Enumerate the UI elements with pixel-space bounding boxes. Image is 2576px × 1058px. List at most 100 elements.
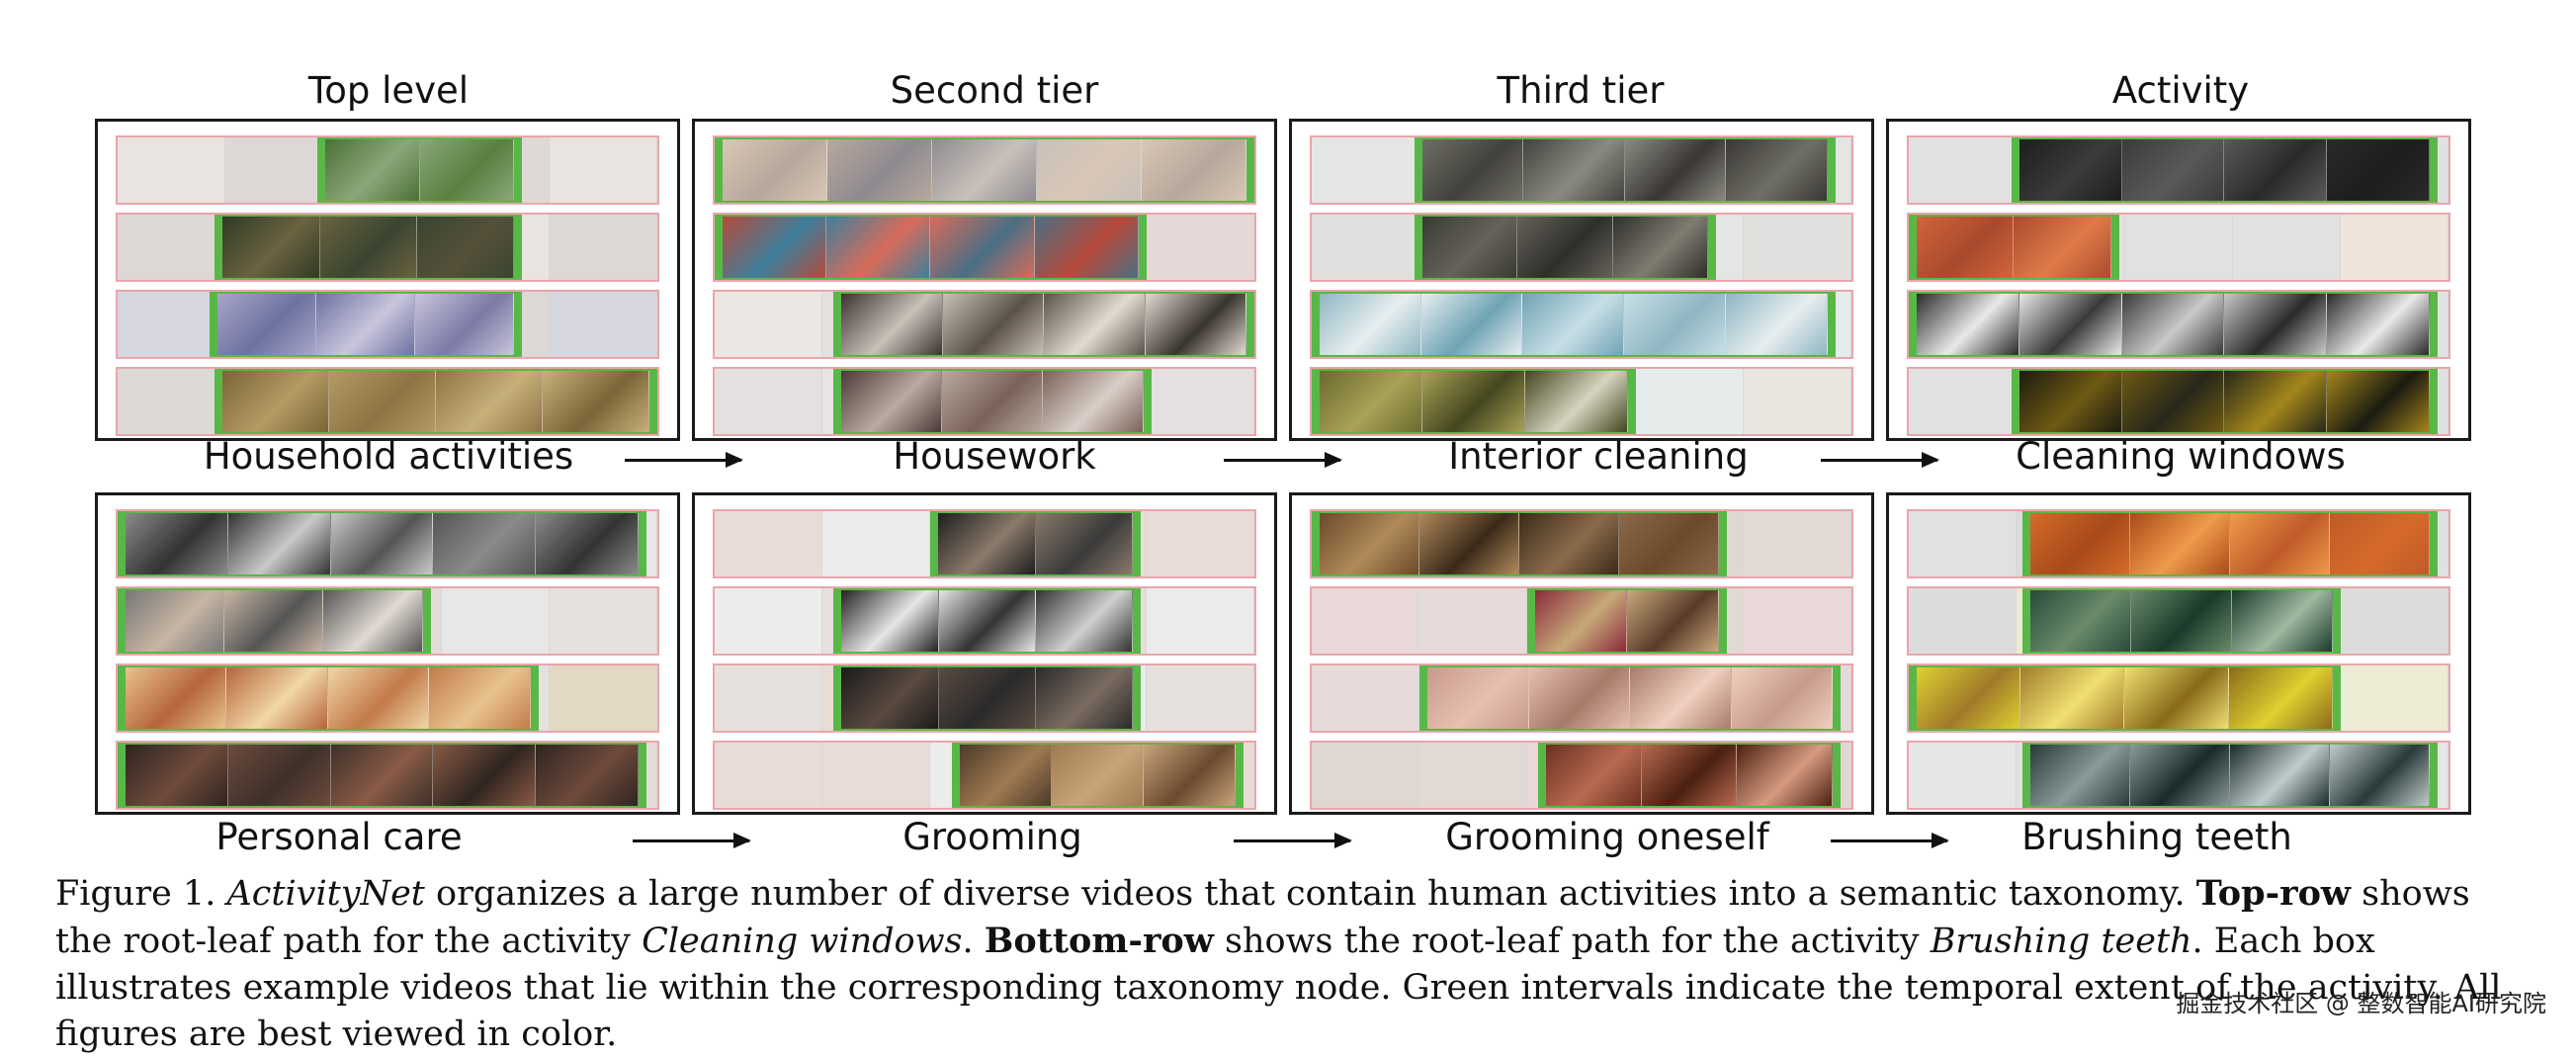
vivid-frame (2029, 590, 2131, 652)
vivid-frame (222, 371, 330, 432)
figure-caption: Figure 1. ActivityNet organizes a large … (55, 870, 2536, 1058)
video-row (713, 509, 1256, 578)
tier-header-third-tier: Third tier (1497, 69, 1665, 112)
faded-frame (715, 292, 823, 357)
activity-interval (833, 588, 1142, 654)
bottom-arrow-3 (1831, 833, 1949, 848)
vivid-frame (2329, 745, 2431, 806)
video-row (1310, 367, 1853, 436)
vivid-frame (2228, 667, 2333, 729)
vivid-frame (942, 294, 1045, 355)
activity-interval (1312, 369, 1636, 434)
vivid-frame (536, 513, 640, 574)
activity-interval (2021, 743, 2439, 808)
vivid-frame (415, 294, 515, 355)
tier-header-second-tier: Second tier (890, 69, 1099, 112)
video-row (1907, 509, 2450, 578)
activity-interval (930, 511, 1142, 576)
vivid-frame (1624, 294, 1726, 355)
vivid-frame (2327, 139, 2431, 201)
faded-frame (1419, 588, 1528, 654)
vivid-frame (2121, 139, 2225, 201)
vivid-frame (1145, 294, 1246, 355)
vivid-frame (2018, 139, 2122, 201)
vivid-frame (319, 217, 418, 278)
faded-frame (1635, 369, 1744, 434)
faded-frame (1312, 588, 1420, 654)
vivid-frame (1320, 371, 1422, 432)
vivid-frame (417, 217, 515, 278)
activity-interval (118, 588, 431, 654)
vivid-frame (2029, 745, 2130, 806)
vivid-frame (222, 217, 320, 278)
vivid-frame (1528, 667, 1631, 729)
faded-frame (715, 665, 823, 731)
vivid-frame (543, 371, 649, 432)
vivid-frame (1546, 745, 1642, 806)
vivid-frame (2327, 371, 2431, 432)
faded-frame (118, 137, 226, 203)
video-row (116, 741, 659, 810)
activity-interval (1527, 588, 1728, 654)
vivid-frame (1731, 667, 1834, 729)
vivid-frame (2231, 590, 2333, 652)
activity-interval (118, 743, 647, 808)
faded-frame (715, 588, 823, 654)
vivid-frame (1035, 513, 1134, 574)
caption-cleaning-windows: Cleaning windows (642, 922, 963, 961)
faded-frame (1312, 137, 1420, 203)
faded-frame (1146, 215, 1254, 280)
vivid-frame (2130, 590, 2232, 652)
video-row (1907, 586, 2450, 656)
vivid-frame (841, 667, 939, 729)
activity-interval (215, 369, 657, 434)
vivid-frame (1917, 294, 2019, 355)
faded-frame (1419, 743, 1528, 808)
vivid-frame (1034, 217, 1139, 278)
video-row (1907, 367, 2450, 436)
vivid-frame (723, 139, 827, 201)
activity-interval (1909, 215, 2119, 280)
activity-interval (2021, 511, 2439, 576)
video-row (713, 741, 1256, 810)
faded-frame (1909, 369, 2018, 434)
video-row (1907, 663, 2450, 733)
activity-interval (1909, 665, 2341, 731)
vivid-frame (841, 294, 943, 355)
vivid-frame (224, 590, 324, 652)
vivid-frame (1519, 513, 1620, 574)
vivid-frame (1420, 294, 1523, 355)
top-row-2-panel (692, 119, 1277, 441)
bottom-row-3-panel (1289, 492, 1874, 815)
faded-frame (1909, 511, 2018, 576)
video-row (713, 213, 1256, 282)
activity-interval (833, 369, 1153, 434)
caption-text-1: organizes a large number of diverse vide… (424, 874, 2196, 914)
faded-frame (715, 369, 823, 434)
vivid-frame (126, 667, 227, 729)
video-row (1907, 135, 2450, 205)
faded-frame (1909, 588, 2018, 654)
faded-frame (1909, 743, 2018, 808)
bottom-row-1-panel (95, 492, 680, 815)
faded-frame (715, 743, 823, 808)
vivid-frame (2129, 513, 2230, 574)
vivid-frame (2014, 217, 2111, 278)
vivid-frame (2018, 371, 2122, 432)
vivid-frame (226, 667, 328, 729)
video-row (713, 586, 1256, 656)
faded-frame (2340, 215, 2448, 280)
vivid-frame (329, 371, 437, 432)
video-row (1907, 290, 2450, 359)
caption-figure-number: Figure 1. (55, 874, 216, 914)
top-arrow-2 (1224, 452, 1342, 468)
vivid-frame (216, 294, 317, 355)
bottom-path-label-brushing-teeth: Brushing teeth (2021, 816, 2292, 858)
bottom-path-label-grooming: Grooming (902, 816, 1082, 858)
vivid-frame (1320, 294, 1421, 355)
vivid-frame (1627, 590, 1720, 652)
vivid-frame (938, 513, 1036, 574)
vivid-frame (2018, 294, 2122, 355)
top-path-label-household-activities: Household activities (203, 435, 574, 478)
activity-interval (1414, 215, 1717, 280)
